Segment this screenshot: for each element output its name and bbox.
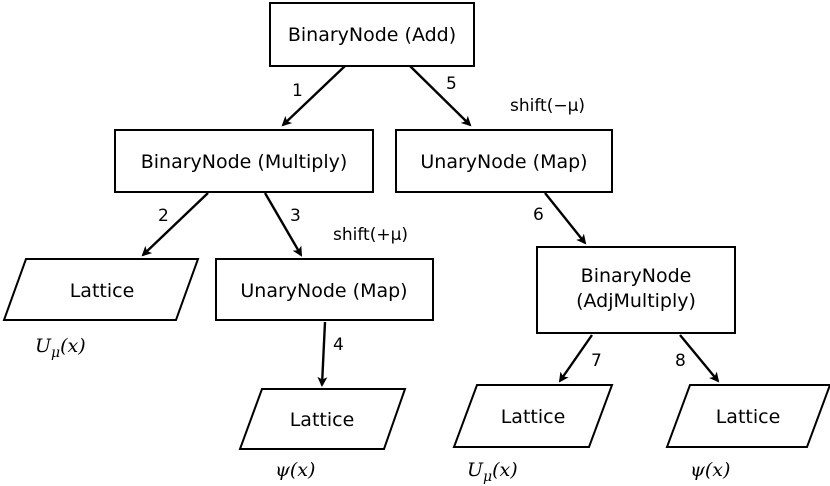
lattice-node-4: Lattice (665, 384, 830, 448)
caption-base: U (467, 459, 484, 481)
edge-8 (679, 334, 720, 383)
edges (141, 65, 720, 387)
edge-label-3: 3 (290, 206, 301, 226)
edge-3 (263, 192, 303, 257)
node-multiply: BinaryNode (Multiply) (114, 129, 374, 193)
node-multiply-label: BinaryNode (Multiply) (141, 151, 348, 173)
edge-label-8: 8 (675, 351, 686, 371)
edge-5 (409, 65, 472, 127)
caption-base: U (35, 335, 52, 357)
lattice-node-4-label: Lattice (716, 406, 781, 428)
caption-subscript: μ (51, 345, 60, 361)
edge-label-5: 5 (446, 74, 457, 94)
edge-4 (317, 321, 328, 387)
edge-label-4: 4 (333, 335, 344, 355)
edge-label-7: 7 (591, 351, 602, 371)
caption-argument: (x) (60, 335, 86, 357)
lattice-2-caption: ψ(x) (275, 459, 315, 481)
lattice-node-2-label: Lattice (290, 409, 355, 431)
node-adj-multiply-line1: BinaryNode (581, 265, 692, 287)
lattice-1-caption: Uμ(x) (35, 335, 86, 361)
lattice-node-3-label: Lattice (501, 406, 566, 428)
lattice-node-1: Lattice (2, 258, 200, 321)
lattice-node-1-label: Lattice (70, 280, 135, 302)
lattice-node-3: Lattice (452, 384, 614, 448)
node-map-right-label: UnaryNode (Map) (420, 151, 587, 173)
lattice-4-caption: ψ(x) (690, 459, 730, 481)
caption-argument: (x) (492, 459, 518, 481)
node-map-right: UnaryNode (Map) (395, 129, 613, 193)
edge-labels: 1 5 2 3 4 6 7 8 (158, 74, 686, 371)
edge-2 (141, 192, 209, 257)
edge-label-6: 6 (533, 205, 544, 225)
lattice-3-caption: Uμ(x) (467, 459, 518, 485)
edge-label-2: 2 (158, 206, 169, 226)
edge-7 (558, 334, 593, 383)
node-adj-multiply-line2: (AdjMultiply) (576, 290, 696, 312)
node-root-label: BinaryNode (Add) (288, 24, 456, 46)
node-map-left: UnaryNode (Map) (215, 258, 434, 321)
node-root: BinaryNode (Add) (269, 2, 475, 67)
edge-6 (544, 192, 587, 245)
edge-1 (281, 65, 346, 127)
lattice-node-2: Lattice (238, 388, 407, 450)
shift-plus-annotation: shift(+μ) (333, 225, 408, 245)
edge-label-1: 1 (292, 81, 303, 101)
caption-subscript: μ (483, 469, 492, 485)
node-adj-multiply: BinaryNode (AdjMultiply) (536, 246, 736, 334)
shift-minus-annotation: shift(−μ) (510, 96, 585, 116)
node-map-left-label: UnaryNode (Map) (240, 280, 407, 302)
